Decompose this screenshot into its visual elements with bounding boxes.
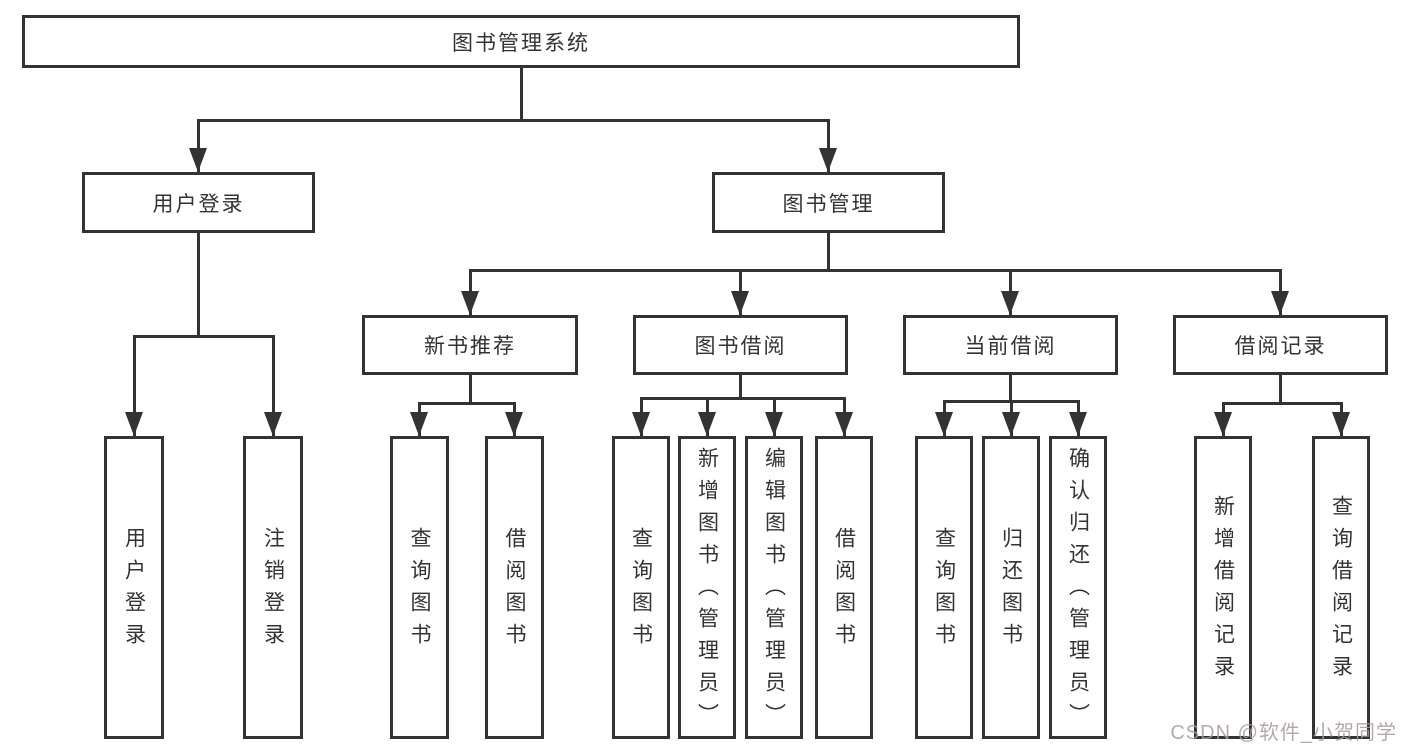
node-leaf-add-borrow-record: 新增借阅记录 — [1194, 436, 1252, 739]
node-leaf-query-books-recommend: 查询图书 — [390, 436, 449, 739]
connector-line — [640, 397, 845, 400]
node-leaf-edit-book-admin: 编辑图书（管理员） — [745, 436, 803, 739]
connector-line — [827, 233, 830, 272]
node-leaf-logout: 注销登录 — [243, 436, 303, 739]
node-leaf-add-book-admin: 新增图书（管理员） — [678, 436, 736, 739]
arrowhead-down-icon — [1214, 412, 1232, 436]
connector-line — [827, 119, 830, 172]
node-leaf-query-books-current: 查询图书 — [915, 436, 973, 739]
node-leaf-borrow-books-recommend: 借阅图书 — [485, 436, 544, 739]
node-leaf-query-borrow-record: 查询借阅记录 — [1312, 436, 1370, 739]
connector-line — [1009, 375, 1012, 403]
arrowhead-down-icon — [264, 412, 282, 436]
arrowhead-down-icon — [1069, 412, 1087, 436]
connector-line — [133, 335, 275, 338]
connector-line — [520, 68, 523, 121]
connector-line — [469, 375, 472, 405]
connector-line — [197, 119, 830, 122]
node-leaf-borrow-books: 借阅图书 — [815, 436, 873, 739]
arrowhead-down-icon — [125, 412, 143, 436]
node-book-borrowing: 图书借阅 — [633, 315, 848, 375]
arrowhead-down-icon — [698, 412, 716, 436]
arrowhead-down-icon — [731, 291, 749, 315]
node-leaf-user-login: 用户登录 — [104, 436, 164, 739]
arrowhead-down-icon — [632, 412, 650, 436]
arrowhead-down-icon — [505, 412, 523, 436]
csdn-watermark: CSDN @软件_小贺同学 — [1170, 722, 1397, 744]
arrowhead-down-icon — [1271, 291, 1289, 315]
connector-line — [739, 375, 742, 400]
node-library-management-system: 图书管理系统 — [22, 15, 1020, 68]
connector-line — [1279, 375, 1282, 405]
arrowhead-down-icon — [1332, 412, 1350, 436]
arrowhead-down-icon — [461, 291, 479, 315]
arrowhead-down-icon — [410, 412, 428, 436]
arrowhead-down-icon — [1001, 291, 1019, 315]
connector-line — [272, 335, 275, 436]
node-leaf-confirm-return-admin: 确认归还（管理员） — [1049, 436, 1107, 739]
node-book-management: 图书管理 — [712, 172, 945, 233]
node-leaf-query-books-borrow: 查询图书 — [612, 436, 670, 739]
node-current-borrowing: 当前借阅 — [903, 315, 1118, 375]
connector-line — [418, 402, 516, 405]
arrowhead-down-icon — [189, 148, 207, 172]
node-borrow-records: 借阅记录 — [1173, 315, 1388, 375]
arrowhead-down-icon — [835, 412, 853, 436]
connector-line — [1222, 402, 1343, 405]
node-user-login: 用户登录 — [82, 172, 315, 233]
connector-line — [197, 119, 200, 172]
node-new-book-recommend: 新书推荐 — [362, 315, 578, 375]
connector-line — [197, 233, 200, 337]
arrowhead-down-icon — [935, 412, 953, 436]
connector-line — [133, 335, 136, 436]
node-leaf-return-books: 归还图书 — [982, 436, 1040, 739]
connector-line — [469, 269, 1282, 272]
arrowhead-down-icon — [765, 412, 783, 436]
arrowhead-down-icon — [819, 148, 837, 172]
arrowhead-down-icon — [1002, 412, 1020, 436]
